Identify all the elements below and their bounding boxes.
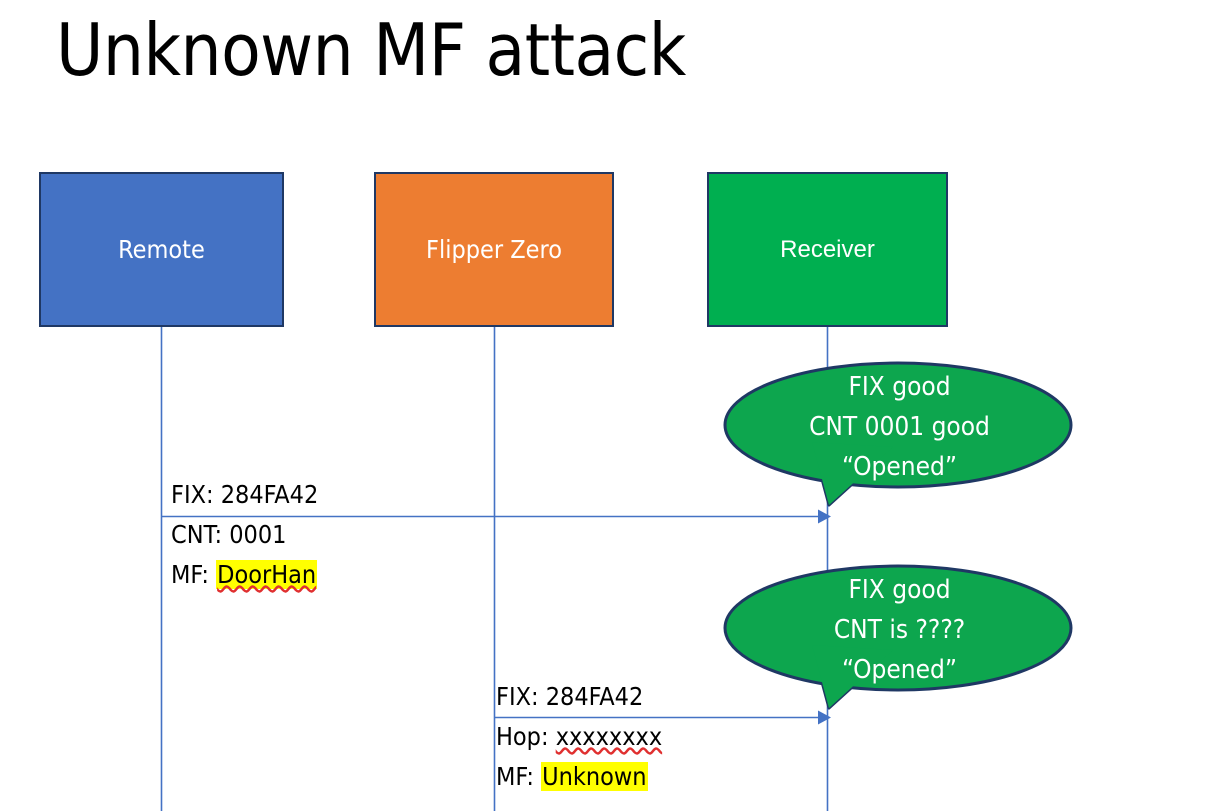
message-arrow-remote-to-receiver xyxy=(161,509,831,524)
callout-line: FIX good xyxy=(848,372,951,402)
message-line-label: FIX: xyxy=(496,682,546,711)
actor-label-flipper: Flipper Zero xyxy=(426,235,562,264)
message-arrow-flipper-to-receiver xyxy=(494,710,831,725)
actor-box-remote[interactable]: Remote xyxy=(39,172,284,327)
callout-line: FIX good xyxy=(848,575,951,605)
message-line-label: Hop: xyxy=(496,722,556,751)
page-title: Unknown MF attack xyxy=(56,8,686,92)
callout-line: CNT 0001 good xyxy=(809,412,990,442)
message-labels-remote-to-receiver: FIX: 284FA42 CNT: 0001 MF: DoorHan xyxy=(171,475,318,595)
message-line-value: 284FA42 xyxy=(545,682,644,711)
message-labels-flipper-to-receiver: FIX: 284FA42 Hop: xxxxxxxx MF: Unknown xyxy=(496,677,662,797)
message-line-value: 0001 xyxy=(229,520,287,549)
message-line-label: MF: xyxy=(496,762,542,791)
message-line-value: 284FA42 xyxy=(220,480,319,509)
message-line-label: FIX: xyxy=(171,480,221,509)
actor-box-flipper[interactable]: Flipper Zero xyxy=(374,172,614,327)
message-line: CNT: 0001 xyxy=(171,515,318,555)
message-line-value-highlighted: Unknown xyxy=(541,762,648,791)
actor-box-receiver[interactable]: Receiver xyxy=(707,172,948,327)
message-line-value-highlighted: DoorHan xyxy=(216,560,318,589)
callout-line: “Opened” xyxy=(841,655,958,685)
message-line: FIX: 284FA42 xyxy=(171,475,318,515)
callout-text-1: FIX good CNT 0001 good “Opened” xyxy=(727,367,1072,487)
actor-label-remote: Remote xyxy=(118,235,205,264)
message-line: FIX: 284FA42 xyxy=(496,677,662,717)
callout-balloon-2 xyxy=(723,564,1073,710)
message-line-label: MF: xyxy=(171,560,217,589)
message-line: MF: DoorHan xyxy=(171,555,318,595)
callout-text-2: FIX good CNT is ???? “Opened” xyxy=(727,570,1072,690)
callout-line: CNT is ???? xyxy=(833,615,966,645)
message-line: MF: Unknown xyxy=(496,757,662,797)
callout-line: “Opened” xyxy=(841,452,958,482)
message-line: Hop: xxxxxxxx xyxy=(496,717,662,757)
message-line-value-misspelled: xxxxxxxx xyxy=(555,722,663,751)
callout-balloon-1 xyxy=(723,361,1073,507)
actor-label-receiver: Receiver xyxy=(780,236,875,263)
message-line-label: CNT: xyxy=(171,520,230,549)
